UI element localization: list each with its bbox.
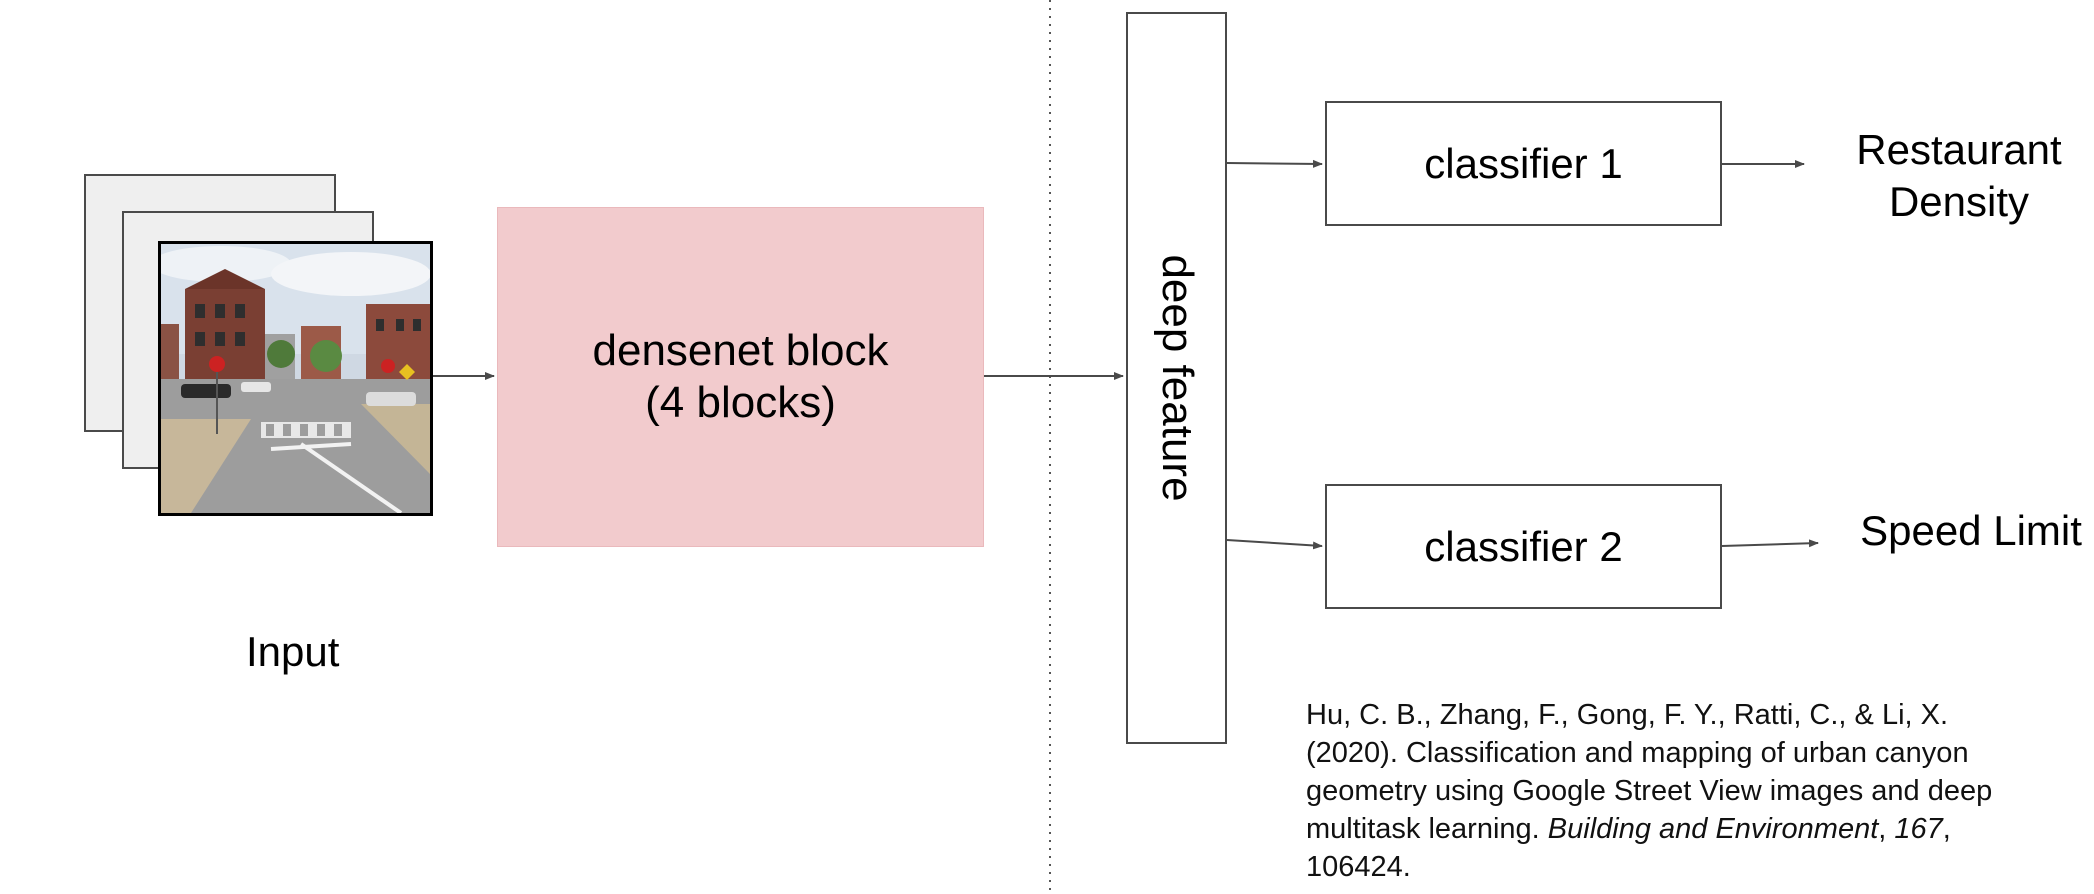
densenet-block: densenet block (4 blocks) xyxy=(497,207,984,547)
arrow-feature-to-classifier-1 xyxy=(1226,159,1323,168)
arrow-feature-to-classifier-2 xyxy=(1226,539,1323,550)
street-view-image xyxy=(158,241,433,516)
citation-pages: 106424 xyxy=(1306,851,1403,883)
citation: Hu, C. B., Zhang, F., Gong, F. Y., Ratti… xyxy=(1306,699,1993,883)
deep-feature-box: deep feature xyxy=(1126,12,1227,744)
densenet-block-title: densenet block xyxy=(592,326,889,375)
classifier-1-box: classifier 1 xyxy=(1325,101,1722,226)
arrow-classifier-2-to-output xyxy=(1721,539,1819,548)
classifier-2-label: classifier 2 xyxy=(1424,522,1623,570)
citation-authors: Hu, C. B., Zhang, F., Gong, F. Y., Ratti… xyxy=(1306,699,1949,731)
output-speed-limit-line1: Speed Limit xyxy=(1860,507,2082,554)
input-label: Input xyxy=(246,628,340,675)
street-scene-illustration xyxy=(161,244,430,513)
citation-journal: Building and Environment xyxy=(1547,813,1879,845)
classifier-2-box: classifier 2 xyxy=(1325,484,1722,609)
citation-body: (2020). Classification and mapping of ur… xyxy=(1306,737,1993,845)
output-restaurant-density: Restaurant Density xyxy=(1846,124,2072,228)
densenet-block-subtitle: (4 blocks) xyxy=(645,378,836,427)
output-speed-limit: Speed Limit xyxy=(1852,505,2090,557)
output-restaurant-density-line1: Restaurant xyxy=(1856,126,2062,173)
classifier-1-label: classifier 1 xyxy=(1424,139,1623,187)
citation-volume: 167 xyxy=(1894,813,1943,845)
output-restaurant-density-line2: Density xyxy=(1888,178,2030,225)
